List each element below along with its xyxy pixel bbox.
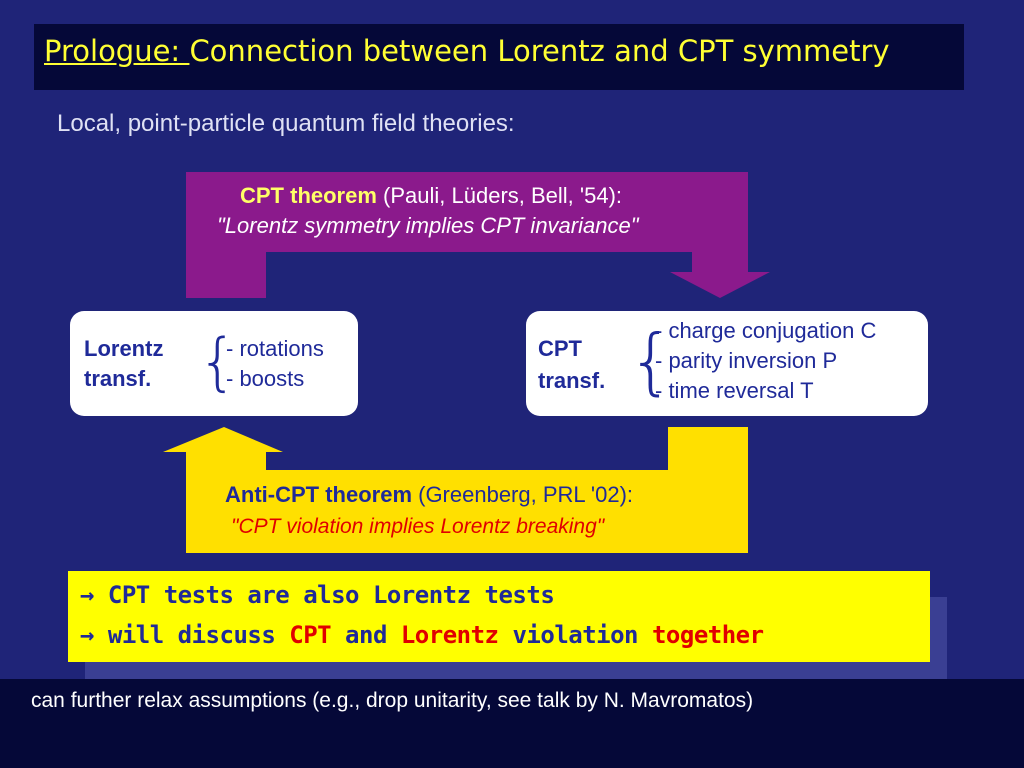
conclusion-line-1-text: CPT tests are also Lorentz tests [93,581,555,609]
cpt-item-parity-inversion: - parity inversion P [655,348,838,373]
anti-cpt-theorem-citation: (Greenberg, PRL '02): [412,482,634,507]
cpt-item-charge-conjugation: - charge conjugation C [655,318,877,343]
conclusion-will-discuss: will discuss [93,621,290,649]
arrow-icon: → [80,621,94,649]
cpt-brace: { [628,319,674,403]
lorentz-item-rotations: - rotations [226,336,324,361]
anti-cpt-theorem-name: Anti-CPT theorem [225,482,412,507]
conclusion-violation: violation [498,621,652,649]
cpt-theorem-name: CPT theorem [240,183,377,208]
lorentz-label-line1: Lorentz [84,336,164,361]
conclusion-box: → CPT tests are also Lorentz tests → wil… [68,571,930,662]
page-title: Prologue: Connection between Lorentz and… [44,34,890,68]
lorentz-item-boosts: - boosts [226,366,305,391]
title-bar: Prologue: Connection between Lorentz and… [34,24,964,90]
conclusion-cpt: CPT [289,621,332,649]
conclusion-lorentz: Lorentz [400,621,499,649]
cpt-label-line2: transf. [538,368,606,393]
footer-band [0,679,1024,768]
anti-cpt-theorem-arrow [163,427,748,553]
cpt-theorem-arrow [186,172,770,298]
cpt-theorem-quote: "Lorentz symmetry implies CPT invariance… [217,213,639,238]
subtitle: Local, point-particle quantum field theo… [57,110,515,137]
conclusion-line-2: → will discuss CPT and Lorentz violation… [80,621,764,649]
conclusion-together: together [651,621,764,649]
lorentz-label-line2: transf. [84,366,152,391]
anti-cpt-theorem-quote: "CPT violation implies Lorentz breaking" [231,515,605,538]
cpt-theorem-citation: (Pauli, Lüders, Bell, '54): [376,183,623,208]
title-main: Connection between Lorentz and CPT symme… [189,34,890,68]
lorentz-transf-box: Lorentz transf. { - rotations - boosts [70,311,358,416]
cpt-item-time-reversal: - time reversal T [655,378,814,403]
footer-note: can further relax assumptions (e.g., dro… [31,689,754,712]
cpt-transf-box: CPT transf. { - charge conjugation C - p… [526,311,928,416]
cpt-theorem-heading: CPT theorem (Pauli, Lüders, Bell, '54): [240,182,622,210]
cpt-label-line1: CPT [538,336,582,361]
conclusion-line-1: → CPT tests are also Lorentz tests [80,581,555,609]
arrow-icon: → [80,581,94,609]
lorentz-brace: { [198,325,238,398]
anti-cpt-theorem-heading: Anti-CPT theorem (Greenberg, PRL '02): [225,481,633,509]
conclusion-and: and [331,621,401,649]
title-prefix: Prologue: [44,34,190,68]
